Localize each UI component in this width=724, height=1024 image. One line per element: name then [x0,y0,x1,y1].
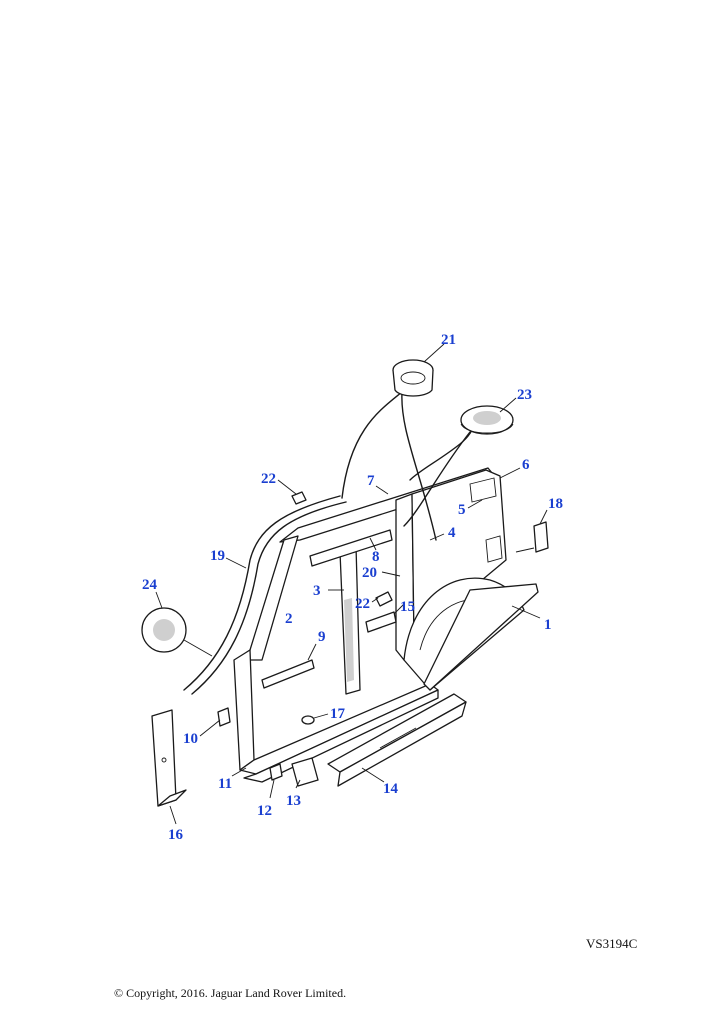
callout-13: 13 [286,793,301,809]
callout-18: 18 [548,496,563,512]
part-22-clip-lower [375,591,393,607]
callout-17: 17 [330,706,346,722]
callout-24: 24 [142,577,158,593]
callouts: 1 3 4 5 6 7 8 9 10 11 12 13 14 15 16 17 … [142,332,563,843]
callout-19: 19 [210,548,225,564]
callout-9: 9 [318,629,326,645]
part-13-bracket [291,757,319,787]
part-10-clip [217,707,231,727]
copyright-notice: © Copyright, 2016. Jaguar Land Rover Lim… [114,986,347,1000]
callout-22-lower: 22 [355,596,370,612]
part-14-sill-step [327,693,467,787]
callout-2-partial: 2 [285,611,293,627]
part-22-clip-upper [291,491,307,505]
part-15-bracket [365,611,397,633]
part-18-cover [515,521,549,553]
callout-22-upper: 22 [261,471,276,487]
part-24-grommet [141,607,213,657]
callout-14: 14 [383,781,399,797]
part-21-belt-guide [392,359,434,397]
callout-5: 5 [458,502,466,518]
callout-12: 12 [257,803,272,819]
callout-6: 6 [522,457,530,473]
part-12-bracket [269,763,283,781]
part-23-grommet [460,405,514,435]
callout-21: 21 [441,332,456,348]
callout-20: 20 [362,565,377,581]
callout-11: 11 [218,776,232,792]
callout-3: 3 [313,583,321,599]
body-side-frame [183,391,539,783]
callout-1: 1 [544,617,552,633]
callout-15: 15 [400,599,415,615]
callout-16: 16 [168,827,184,843]
callout-7: 7 [367,473,375,489]
part-16-bracket [151,709,187,807]
callout-10: 10 [183,731,198,747]
callout-23: 23 [517,387,532,403]
leader-lines [155,343,548,825]
part-17-grommet [301,713,329,725]
callout-4: 4 [448,525,456,541]
diagram-reference-code: VS3194C [586,936,638,951]
callout-8: 8 [372,549,380,565]
